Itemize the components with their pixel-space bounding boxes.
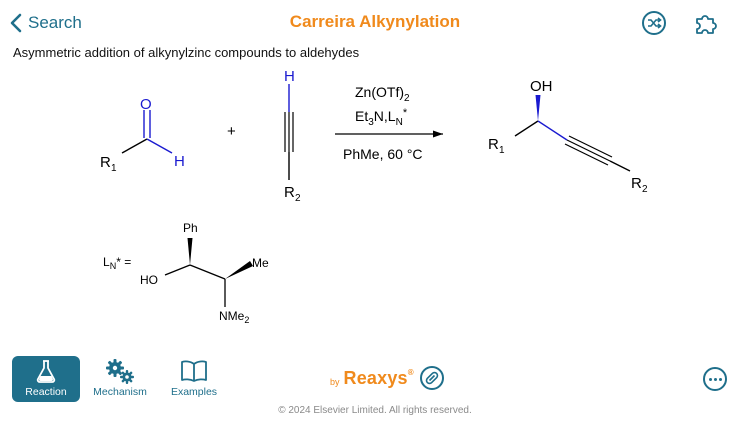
plus-sign: + [227,123,236,140]
reaction-conditions: Zn(OTf)2 Et3N,LN* PhMe, 60 °C [335,84,443,162]
product-r2-subscript: 2 [642,184,648,195]
solvent-temperature: PhMe, 60 °C [343,146,423,162]
aldehyde-oxygen: O [140,96,152,113]
alkyne-r-subscript: 2 [295,193,301,204]
product-structure: OH R 1 R 2 [488,78,648,195]
reagent-base-ligand: Et3N,LN* [355,107,408,128]
alkyne-structure: H R 2 [284,68,301,204]
top-bar: Search Carreira Alkynylation [0,0,750,44]
tab-reaction-label: Reaction [25,386,67,398]
branding-by: by [330,377,340,387]
alkyne-r-group: R [284,184,295,201]
reaxys-logo: Reaxys® [343,367,414,388]
copyright-notice: © 2024 Elsevier Limited. All rights rese… [278,405,472,416]
reaction-description: Asymmetric addition of alkynylzinc compo… [13,45,360,60]
ligand-label: LN* = [103,255,131,271]
flask-icon [36,360,56,383]
ligand-hydroxyl: HO [140,273,158,287]
reaxys-branding: by Reaxys® [330,366,444,390]
tab-mechanism[interactable]: Mechanism [86,356,154,402]
shuffle-icon [642,11,666,35]
tab-examples[interactable]: Examples [160,356,228,402]
tab-examples-label: Examples [170,386,218,398]
product-r2: R [631,175,642,192]
more-options-button[interactable] [703,367,727,391]
ellipsis-icon [708,377,712,381]
reaxys-link-button[interactable] [419,366,444,390]
product-hydroxyl: OH [530,78,553,95]
tab-mechanism-label: Mechanism [93,386,147,398]
gears-icon [106,359,134,384]
book-icon [181,360,207,382]
product-r1: R [488,136,499,153]
tab-reaction[interactable]: Reaction [12,356,80,402]
shuffle-button[interactable] [640,9,668,37]
ligand-structure: LN* = Ph Me HO NMe2 [103,221,269,325]
alkyne-hydrogen: H [284,68,295,85]
chevron-left-icon [10,13,22,33]
aldehyde-structure: O H R 1 [100,96,185,174]
back-button[interactable]: Search [10,9,82,37]
link-icon [425,371,439,385]
back-label: Search [28,13,82,32]
page-title: Carreira Alkynylation [289,12,461,31]
aldehyde-r-subscript: 1 [111,163,117,174]
ligand-amine: NMe2 [219,309,249,325]
aldehyde-hydrogen: H [174,153,185,170]
svg-text:Zn(OTf)2: Zn(OTf)2 [355,84,410,104]
aldehyde-r-group: R [100,154,111,171]
product-r1-subscript: 1 [499,145,505,156]
bottom-tab-bar: Reaction Mechanism [12,356,228,402]
ligand-methyl: Me [252,256,269,270]
reaction-scheme: O H R 1 + H R 2 Zn(OTf)2 Et3N,LN* PhMe, … [100,68,648,325]
puzzle-icon [696,15,717,34]
puzzle-button[interactable] [693,9,721,37]
ligand-phenyl: Ph [183,221,198,235]
reagent-zinc-triflate: Zn(OTf) [355,84,404,100]
